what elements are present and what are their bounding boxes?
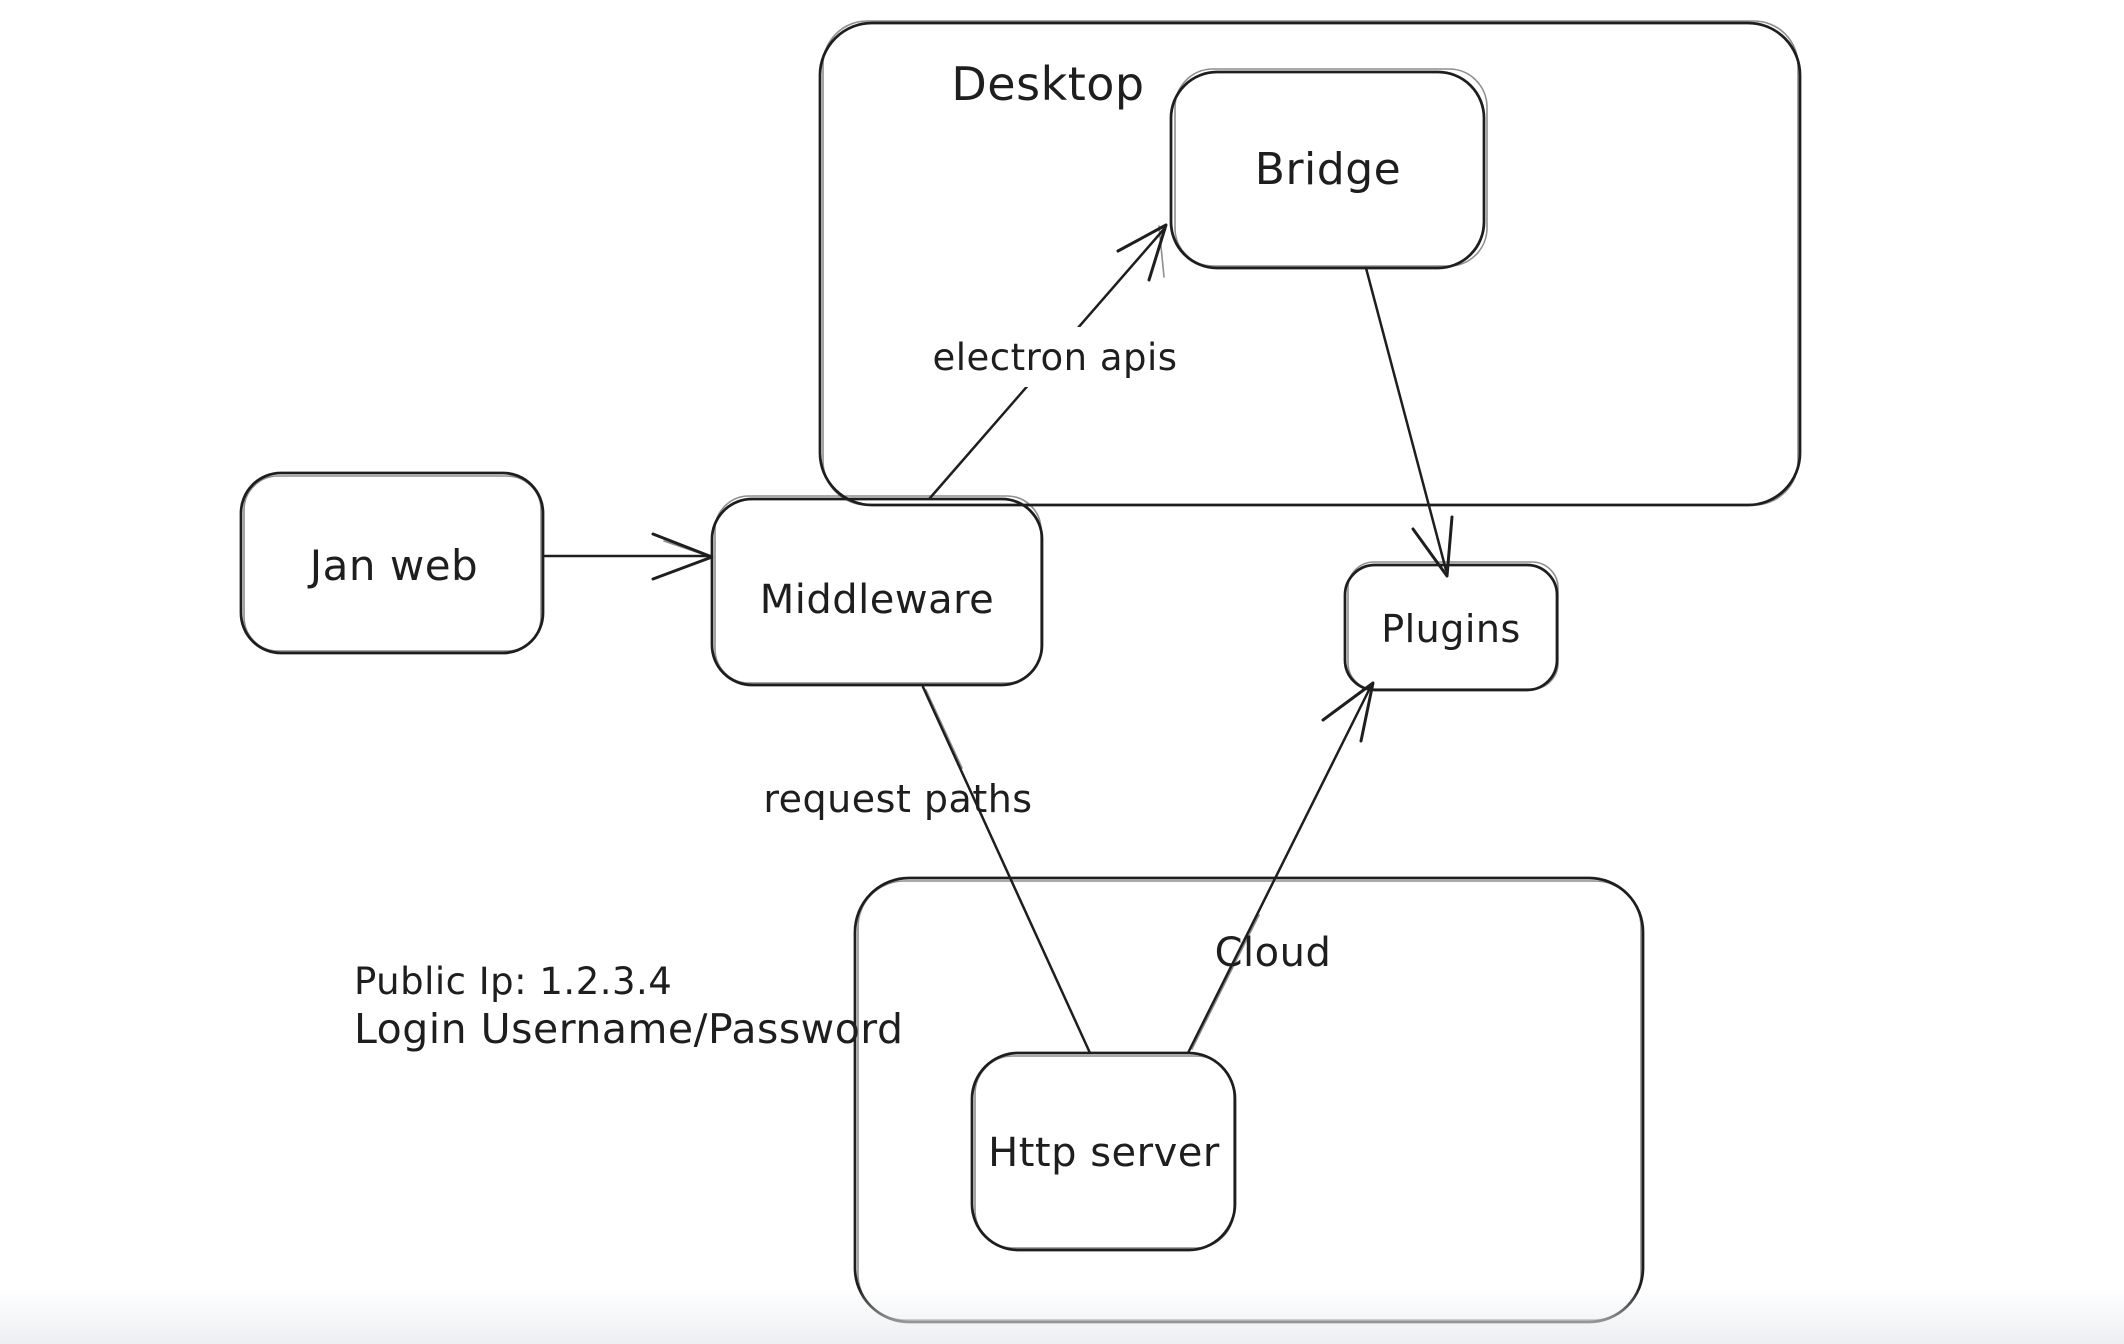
edge-httpserver-plugins-arrowhead — [1321, 681, 1375, 743]
edge-label-electron-apis-text: electron apis — [932, 336, 1177, 379]
note-public-ip: Public Ip: 1.2.3.4 — [354, 960, 672, 1003]
edge-janweb-middleware-sketch-stroke — [663, 540, 709, 557]
node-middleware-sketch-stroke — [714, 495, 1042, 684]
container-desktop[interactable]: Desktop — [818, 20, 1802, 507]
node-http-server-outline — [970, 1051, 1237, 1252]
node-plugins-sketch-stroke — [1347, 561, 1559, 690]
edge-bridge-plugins-line — [1364, 266, 1448, 572]
node-plugins[interactable]: Plugins — [1343, 561, 1559, 692]
edge-httpserver-plugins[interactable] — [1186, 681, 1375, 1055]
node-bridge-sketch-stroke — [1174, 68, 1488, 267]
edge-middleware-bridge-sketch-stroke — [1158, 225, 1165, 278]
node-middleware-outline — [710, 497, 1044, 687]
edge-label-electron-apis[interactable]: electron apis — [921, 327, 1189, 387]
node-http-server[interactable]: Http server — [970, 1051, 1237, 1252]
node-middleware-label: Middleware — [760, 577, 995, 623]
edge-middleware-httpserver[interactable] — [921, 685, 1092, 1055]
note-credentials[interactable]: Public Ip: 1.2.3.4 Login Username/Passwo… — [354, 960, 903, 1053]
node-plugins-outline — [1343, 563, 1559, 692]
edge-bridge-plugins[interactable] — [1364, 266, 1454, 578]
node-bridge-outline — [1169, 70, 1486, 270]
edge-httpserver-plugins-sketch-stroke — [1191, 914, 1260, 1050]
container-cloud-label: Cloud — [1215, 930, 1332, 976]
edge-bridge-plugins-arrowhead — [1411, 515, 1454, 578]
node-plugins-label: Plugins — [1381, 607, 1521, 651]
edge-label-request-paths[interactable]: request paths — [763, 777, 1032, 821]
node-middleware[interactable]: Middleware — [710, 495, 1044, 687]
edge-httpserver-plugins-line — [1186, 686, 1372, 1055]
container-desktop-sketch-stroke — [822, 20, 1799, 506]
edge-label-request-paths-text: request paths — [763, 777, 1032, 821]
node-jan-web[interactable]: Jan web — [239, 471, 545, 655]
edge-middleware-bridge-arrowhead — [1116, 223, 1168, 282]
node-bridge-label: Bridge — [1255, 144, 1401, 195]
edge-janweb-middleware[interactable] — [543, 532, 714, 581]
container-desktop-label: Desktop — [951, 57, 1144, 111]
edge-label-electron-apis-bg — [921, 327, 1189, 387]
note-login: Login Username/Password — [354, 1005, 903, 1053]
node-http-server-label: Http server — [988, 1130, 1220, 1176]
node-http-server-sketch-stroke — [974, 1055, 1235, 1249]
edge-middleware-httpserver-line — [921, 685, 1092, 1055]
node-jan-web-sketch-stroke — [243, 475, 542, 652]
node-jan-web-label: Jan web — [307, 541, 478, 590]
node-jan-web-outline — [239, 471, 545, 655]
node-bridge[interactable]: Bridge — [1169, 68, 1488, 270]
edge-middleware-httpserver-sketch-stroke — [925, 689, 963, 769]
